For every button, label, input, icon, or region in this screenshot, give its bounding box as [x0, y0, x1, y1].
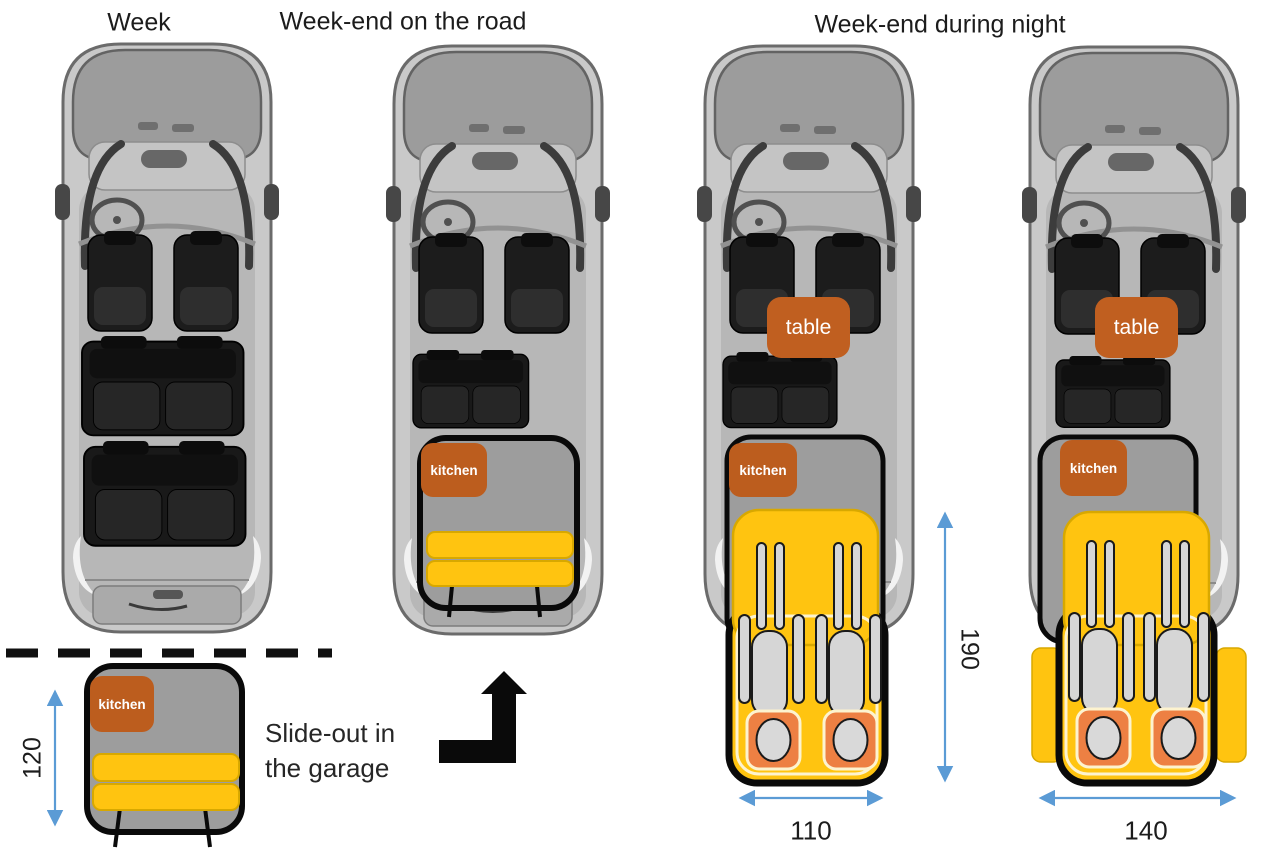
night-module-van3 [724, 434, 889, 787]
module-leg [447, 585, 454, 618]
module-leg [203, 807, 212, 848]
title-weekend-road: Week-end on the road [279, 7, 527, 36]
folded-bed-slat [92, 753, 240, 782]
kitchen-label-van4: kitchen [1060, 440, 1127, 496]
kitchen-label-van3: kitchen [729, 443, 797, 497]
bed-mattress [1062, 510, 1211, 647]
bench-row-van2 [412, 349, 530, 429]
kitchen-label-van2: kitchen [421, 443, 487, 497]
module-leg [535, 585, 542, 618]
slideout-caption-line1: Slide-out in [265, 718, 396, 748]
title-week: Week [107, 8, 171, 37]
bench-row-rear-van1 [83, 440, 247, 547]
bench-row-middle-van1 [81, 335, 245, 437]
bench-row-van3 [722, 351, 838, 429]
dimension-label-140: 140 [1124, 815, 1168, 846]
kitchen-label-garage: kitchen [90, 676, 154, 732]
slideout-caption: Slide-out in the garage [265, 716, 395, 786]
night-module-van4 [1031, 434, 1247, 787]
folded-bed-slat [426, 560, 574, 587]
turn-up-arrow-icon [439, 671, 527, 763]
module-leg [113, 807, 122, 848]
dimension-label-190: 190 [955, 628, 984, 670]
dimension-label-110: 110 [790, 815, 832, 846]
table-label-van4: table [1095, 297, 1178, 358]
bed-side-extension [1215, 647, 1247, 763]
title-weekend-night: Week-end during night [814, 10, 1066, 39]
folded-bed-slat [426, 531, 574, 559]
dimension-label-120: 120 [18, 737, 47, 779]
slideout-caption-line2: the garage [265, 753, 390, 783]
folded-bed-slat [92, 783, 240, 811]
bench-row-van4 [1055, 355, 1171, 428]
table-label-van3: table [767, 297, 850, 358]
